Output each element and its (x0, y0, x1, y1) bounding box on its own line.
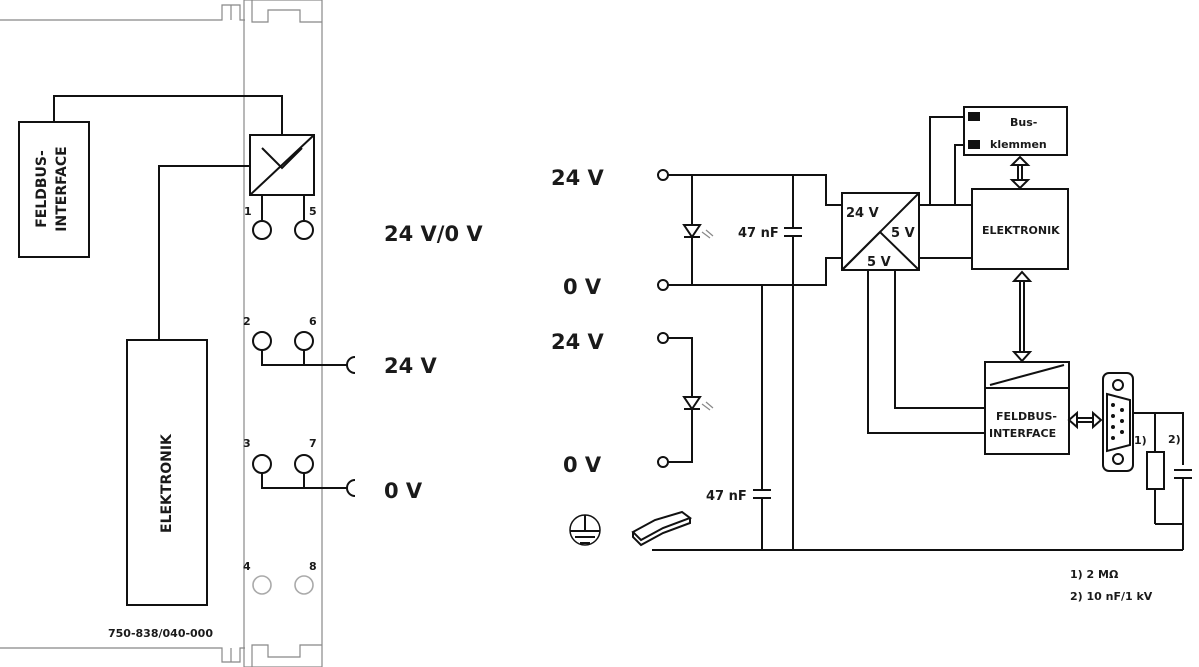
terminal-label-6: 6 (309, 315, 317, 328)
capacitor-label-top: 47 nF (738, 226, 779, 241)
terminal-pair-4-8 (252, 575, 314, 595)
converter-to-fieldbus-2 (867, 270, 987, 434)
module-housing (0, 0, 323, 667)
terminal-label-4: 4 (243, 560, 251, 573)
schematic-electronics-label: ELEKTRONIK (982, 224, 1060, 237)
electronics-label: ELEKTRONIK (159, 433, 175, 533)
capacitor-label-bottom: 47 nF (706, 489, 747, 504)
earth-ground-icon (569, 514, 601, 546)
converter-input-label: 24 V (846, 206, 879, 221)
bus-terminals-box (963, 106, 1068, 156)
electronics-box (126, 339, 208, 606)
note-marker-1: 1) (1134, 434, 1147, 447)
fieldbus-interface-box (18, 121, 90, 258)
schematic-electronics-box (971, 188, 1069, 270)
terminal-label-7: 7 (309, 437, 317, 450)
input-label-24v-a: 24 V (551, 166, 605, 190)
schematic-fieldbus-line1: FELDBUS- (996, 410, 1057, 423)
double-arrow-connector (1067, 410, 1103, 430)
supply-label-24v: 24 V (384, 354, 438, 378)
upper-supply-circuit (668, 174, 842, 550)
terminal-pair-1-5 (252, 220, 314, 240)
input-label-24v-b: 24 V (551, 330, 605, 354)
ground-capacitor (753, 285, 771, 550)
lower-supply-circuit (668, 337, 714, 463)
supply-label-24v-0v: 24 V/0 V (384, 222, 483, 246)
converter-to-bus-top (929, 116, 968, 205)
din-rail-icon (631, 510, 693, 547)
terminal-label-5: 5 (309, 205, 317, 218)
terminal-pair-3-7 (252, 454, 356, 497)
terminal-label-8: 8 (309, 560, 317, 573)
module-power-supply-symbol (249, 134, 315, 220)
part-number: 750-838/040-000 (108, 627, 213, 640)
fieldbus-label-line2: INTERFACE (54, 146, 70, 231)
note-2: 2) 10 nF/1 kV (1070, 590, 1153, 603)
dc-dc-converter (841, 192, 920, 271)
dsub-connector-icon (1102, 372, 1134, 472)
double-arrow-fieldbus (1011, 270, 1033, 363)
bus-terminals-label-line1: Bus- (1010, 116, 1037, 129)
note-1: 1) 2 MΩ (1070, 568, 1119, 581)
converter-to-fieldbus-1 (894, 270, 987, 409)
schematic-fieldbus-box (984, 361, 1070, 455)
terminal-label-1: 1 (244, 205, 252, 218)
fieldbus-label-line1: FELDBUS- (34, 150, 50, 228)
double-arrow-bus (1009, 155, 1031, 190)
converter-output-label-1: 5 V (891, 226, 915, 241)
shield-rc-network (1133, 412, 1192, 550)
converter-output-label-2: 5 V (867, 255, 891, 270)
schematic-fieldbus-line2: INTERFACE (989, 427, 1056, 440)
input-terminals (657, 169, 669, 468)
terminal-pair-2-6 (252, 331, 356, 374)
supply-label-0v: 0 V (384, 479, 423, 503)
input-label-0v-a: 0 V (563, 275, 602, 299)
input-label-0v-b: 0 V (563, 453, 602, 477)
note-marker-2: 2) (1168, 433, 1181, 446)
terminal-label-2: 2 (243, 315, 251, 328)
bus-terminals-label-line2: klemmen (990, 138, 1047, 151)
terminal-label-3: 3 (243, 437, 251, 450)
